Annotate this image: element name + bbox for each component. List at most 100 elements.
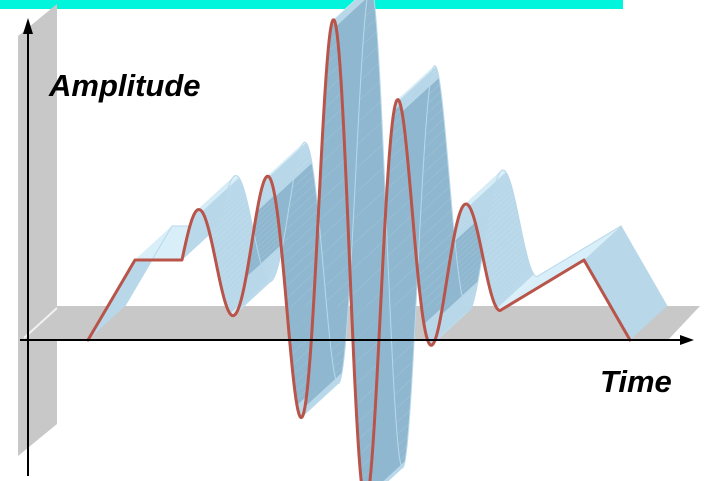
ribbon-face bbox=[400, 69, 438, 107]
ribbon-face bbox=[419, 251, 457, 295]
ribbon-face bbox=[397, 65, 435, 101]
time-axis-label: Time bbox=[600, 364, 672, 399]
ribbon-face bbox=[279, 192, 317, 236]
ribbon-face bbox=[198, 175, 236, 210]
ribbon-face bbox=[276, 169, 314, 211]
ribbon-face bbox=[382, 226, 420, 280]
ribbon-face bbox=[464, 170, 502, 205]
waveform-curve bbox=[86, 18, 632, 481]
ribbon-face bbox=[316, 206, 354, 260]
ribbon-face bbox=[479, 204, 517, 244]
ribbon-face bbox=[438, 291, 476, 330]
ribbon-face bbox=[334, 0, 359, 23]
ribbon-face bbox=[219, 242, 257, 282]
amplitude-axis-label: Amplitude bbox=[49, 68, 201, 103]
ribbon-face bbox=[274, 157, 312, 197]
ribbon-face bbox=[478, 199, 516, 239]
ribbon-face bbox=[213, 214, 251, 253]
ribbon-face bbox=[350, 237, 388, 296]
ribbon-face bbox=[240, 266, 278, 304]
ribbon-face bbox=[439, 286, 477, 326]
ribbon-face bbox=[415, 209, 453, 255]
arrowhead-right-icon bbox=[680, 335, 694, 345]
ribbon-face bbox=[470, 173, 508, 210]
ribbon-face bbox=[377, 454, 406, 481]
ribbon-face bbox=[446, 244, 484, 286]
ribbon-face bbox=[369, 446, 407, 481]
ribbon-face bbox=[309, 324, 347, 372]
ribbon-face bbox=[417, 231, 455, 276]
ribbon-face bbox=[248, 226, 286, 266]
ribbon-face bbox=[236, 277, 274, 314]
ribbon-face bbox=[341, 46, 379, 98]
ribbon-face bbox=[308, 337, 346, 383]
arrowhead-up-icon bbox=[23, 18, 33, 34]
ribbon-face bbox=[246, 237, 284, 278]
ribbon-face bbox=[413, 186, 451, 232]
ribbon-face bbox=[497, 274, 535, 310]
ribbon-face bbox=[434, 306, 472, 343]
ribbon-face bbox=[284, 242, 322, 288]
ribbon-face bbox=[410, 151, 448, 197]
ribbon-face bbox=[489, 251, 527, 290]
ribbon-face bbox=[312, 279, 350, 330]
ribbon-face bbox=[409, 140, 447, 186]
ribbon-face bbox=[474, 184, 512, 222]
ribbon-face bbox=[266, 142, 304, 178]
ribbon-face bbox=[472, 178, 510, 216]
ribbon-face bbox=[412, 174, 450, 221]
ribbon-face bbox=[494, 268, 532, 305]
ribbon-face bbox=[475, 187, 513, 226]
ribbon-face bbox=[200, 175, 238, 211]
ribbon-face bbox=[445, 251, 483, 292]
ribbon-face bbox=[471, 175, 509, 213]
ribbon-face bbox=[218, 238, 256, 277]
ribbon-face bbox=[482, 218, 520, 258]
ribbon-face bbox=[377, 324, 415, 378]
ribbon-face bbox=[306, 358, 344, 401]
ribbon-face bbox=[401, 72, 439, 112]
ribbon-face bbox=[281, 210, 319, 255]
ribbon-face bbox=[477, 195, 515, 234]
ribbon-face bbox=[207, 189, 245, 227]
ribbon-face bbox=[315, 226, 353, 279]
ribbon-face bbox=[399, 66, 437, 104]
ribbon-face bbox=[271, 146, 309, 184]
ribbon-face bbox=[239, 269, 277, 308]
ribbon-face bbox=[339, 18, 377, 66]
ribbon-face bbox=[480, 209, 518, 248]
ribbon-face bbox=[441, 275, 479, 316]
ribbon-face bbox=[216, 228, 254, 268]
ribbon-face bbox=[243, 253, 281, 293]
ribbon-face bbox=[285, 253, 323, 299]
ribbon-face bbox=[307, 348, 345, 393]
ribbon-face bbox=[436, 299, 474, 338]
ribbon-face bbox=[500, 226, 621, 311]
ribbon-face bbox=[269, 142, 307, 179]
ribbon-face bbox=[483, 223, 521, 263]
ribbon-face bbox=[303, 377, 341, 416]
ribbon-face bbox=[272, 149, 310, 188]
ribbon-face bbox=[277, 176, 315, 218]
ribbon-face bbox=[249, 219, 287, 260]
ribbon-face bbox=[340, 31, 378, 81]
ribbon-face bbox=[383, 461, 405, 481]
ribbon-face bbox=[496, 272, 534, 309]
ribbon-face bbox=[486, 238, 524, 277]
ribbon-face bbox=[433, 308, 471, 345]
ribbon-face bbox=[484, 228, 522, 268]
ribbon-face bbox=[349, 214, 387, 272]
ribbon-face bbox=[414, 197, 452, 244]
ribbon-face bbox=[302, 381, 340, 418]
ribbon-face bbox=[476, 191, 514, 230]
waveform-ribbon bbox=[88, 0, 668, 481]
ribbon-face bbox=[347, 166, 385, 225]
ribbon-face bbox=[398, 65, 436, 101]
ribbon-face bbox=[268, 142, 306, 177]
ribbon-face bbox=[211, 204, 249, 244]
ribbon-face bbox=[444, 257, 482, 298]
ribbon-face bbox=[214, 218, 252, 258]
ribbon-face bbox=[376, 343, 414, 396]
ribbon-face bbox=[242, 258, 280, 297]
